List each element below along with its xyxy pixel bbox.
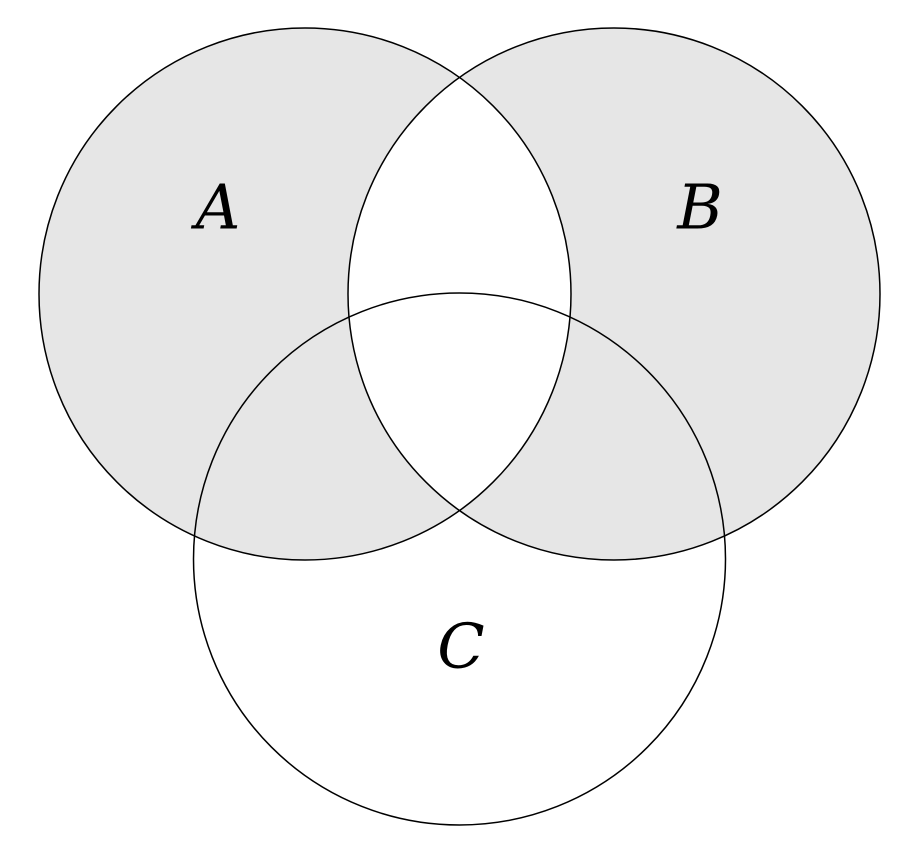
ab-intersection-white-region xyxy=(347,77,571,511)
set-label-c: C xyxy=(437,610,484,683)
set-b-outline xyxy=(347,27,881,561)
set-label-a: A xyxy=(191,171,241,244)
set-c-outline xyxy=(192,292,727,826)
set-a-outline xyxy=(38,27,572,561)
set-label-b: B xyxy=(676,171,723,244)
